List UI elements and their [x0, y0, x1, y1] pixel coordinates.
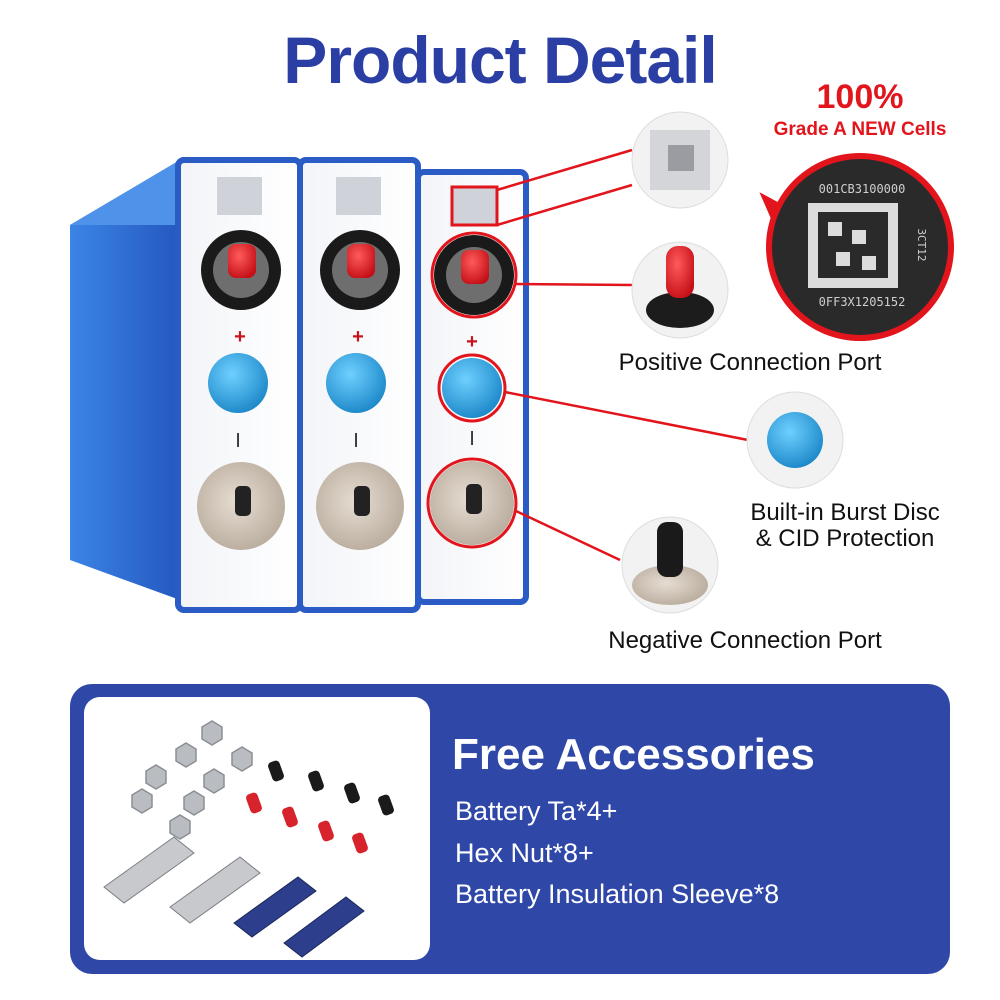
- plus-mark-3: +: [466, 331, 478, 353]
- burst-line-2: & CID Protection: [755, 525, 935, 552]
- minus-mark-2: I: [353, 430, 359, 452]
- hex-nuts: [131, 720, 253, 840]
- black-sleeves: [268, 760, 394, 816]
- callout-qr-small: [631, 111, 729, 209]
- grade-text: Grade A NEW Cells: [773, 119, 947, 140]
- positive-port-label: Positive Connection Port: [618, 349, 882, 376]
- negative-port-label: Negative Connection Port: [608, 627, 882, 654]
- highlight-rings: [426, 185, 518, 549]
- minus-mark-1: I: [235, 430, 241, 452]
- battery-cell-1: [175, 157, 303, 613]
- page-title: Product Detail: [283, 23, 717, 97]
- burst-disc-label: Built-in Burst Disc & CID Protection: [730, 500, 960, 552]
- accessory-item-3: Battery Insulation Sleeve*8: [455, 879, 780, 909]
- accessories-image: [84, 697, 430, 960]
- grade-percent: 100%: [816, 78, 904, 116]
- accessories-title: Free Accessories: [452, 730, 815, 779]
- qr-closeup: 001CB3100000 0FF3X1205152 3CT12: [766, 153, 954, 341]
- accessory-item-2: Hex Nut*8+: [455, 838, 594, 868]
- accessory-item-1: Battery Ta*4+: [455, 796, 618, 826]
- burst-line-1: Built-in Burst Disc: [750, 499, 940, 526]
- plus-mark-2: +: [352, 326, 364, 348]
- red-sleeves: [246, 792, 368, 854]
- qr-line2: 0FF3X1205152: [819, 295, 906, 309]
- qr-side: 3CT12: [915, 228, 928, 261]
- minus-mark-3: I: [469, 428, 475, 450]
- plus-mark-1: +: [234, 326, 246, 348]
- qr-line1: 001CB3100000: [819, 182, 906, 196]
- callout-positive-terminal: [631, 241, 729, 339]
- battery-cell-2: [297, 157, 421, 613]
- callout-negative-terminal: [621, 516, 719, 614]
- accessories-illustration: [103, 720, 394, 958]
- battery-cell-3: [415, 169, 529, 605]
- callout-burst-disc: [746, 391, 844, 489]
- busbars: [103, 836, 365, 958]
